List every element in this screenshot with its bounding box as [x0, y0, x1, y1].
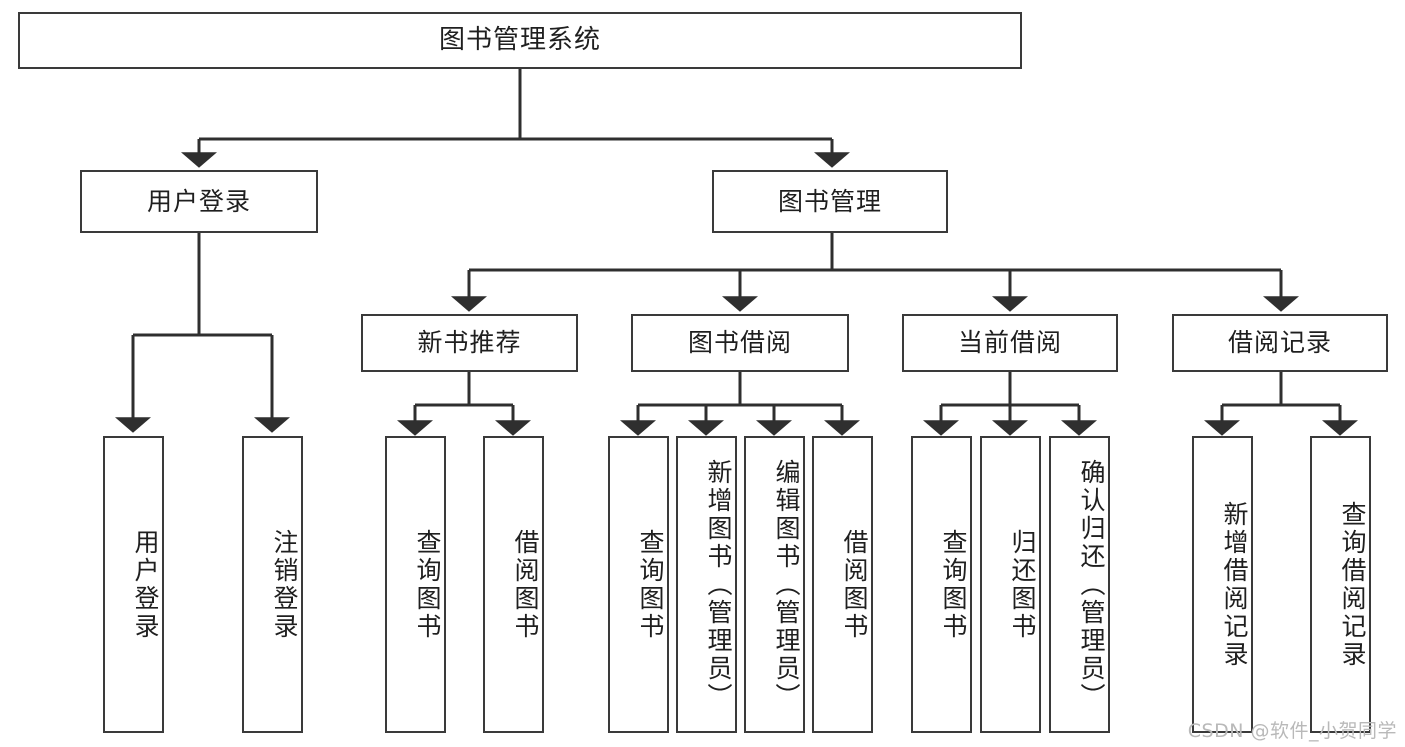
node-leaf-record-query-label: 查询借阅记录: [1338, 500, 1367, 669]
node-new-book-recommend-label: 新书推荐: [417, 328, 522, 358]
node-leaf-borrow-borrow-book[interactable]: 借阅图书: [812, 436, 873, 733]
node-book-management[interactable]: 图书管理: [712, 170, 948, 233]
node-leaf-newbook-borrow-book[interactable]: 借阅图书: [483, 436, 544, 733]
node-user-login-label: 用户登录: [146, 186, 251, 216]
node-leaf-borrow-add-book[interactable]: 新增图书（管理员）: [676, 436, 737, 733]
node-leaf-logout-label: 注销登录: [270, 528, 299, 641]
node-new-book-recommend[interactable]: 新书推荐: [361, 314, 578, 372]
node-current-borrow-label: 当前借阅: [957, 328, 1062, 358]
watermark: CSDN @软件_小贺同学: [1187, 720, 1397, 742]
node-leaf-borrow-borrow-book-label: 借阅图书: [840, 528, 869, 641]
node-root-system-label: 图书管理系统: [438, 25, 601, 56]
node-leaf-borrow-edit-book[interactable]: 编辑图书（管理员）: [744, 436, 805, 733]
node-leaf-newbook-borrow-book-label: 借阅图书: [511, 528, 540, 641]
node-leaf-record-query[interactable]: 查询借阅记录: [1310, 436, 1371, 733]
node-leaf-current-return-book[interactable]: 归还图书: [980, 436, 1041, 733]
node-book-borrow[interactable]: 图书借阅: [631, 314, 849, 372]
node-borrow-record-label: 借阅记录: [1227, 328, 1332, 358]
node-borrow-record[interactable]: 借阅记录: [1172, 314, 1388, 372]
node-leaf-record-add[interactable]: 新增借阅记录: [1192, 436, 1253, 733]
node-root-system[interactable]: 图书管理系统: [18, 12, 1022, 69]
node-user-login[interactable]: 用户登录: [80, 170, 318, 233]
node-leaf-current-return-book-label: 归还图书: [1008, 528, 1037, 641]
node-leaf-logout[interactable]: 注销登录: [242, 436, 303, 733]
node-leaf-newbook-query-book[interactable]: 查询图书: [385, 436, 446, 733]
node-leaf-borrow-query-book[interactable]: 查询图书: [608, 436, 669, 733]
node-leaf-borrow-add-book-label: 新增图书（管理员）: [704, 458, 733, 711]
node-leaf-current-query-book-label: 查询图书: [939, 528, 968, 641]
node-current-borrow[interactable]: 当前借阅: [902, 314, 1118, 372]
node-book-borrow-label: 图书借阅: [687, 328, 792, 358]
node-leaf-record-add-label: 新增借阅记录: [1220, 500, 1249, 669]
node-leaf-user-login-label: 用户登录: [131, 528, 160, 641]
node-leaf-user-login[interactable]: 用户登录: [103, 436, 164, 733]
node-leaf-current-confirm-return-label: 确认归还（管理员）: [1077, 458, 1106, 711]
node-leaf-newbook-query-book-label: 查询图书: [413, 528, 442, 641]
node-leaf-borrow-edit-book-label: 编辑图书（管理员）: [772, 458, 801, 711]
node-book-management-label: 图书管理: [777, 186, 882, 216]
node-leaf-borrow-query-book-label: 查询图书: [636, 528, 665, 641]
node-leaf-current-confirm-return[interactable]: 确认归还（管理员）: [1049, 436, 1110, 733]
node-leaf-current-query-book[interactable]: 查询图书: [911, 436, 972, 733]
